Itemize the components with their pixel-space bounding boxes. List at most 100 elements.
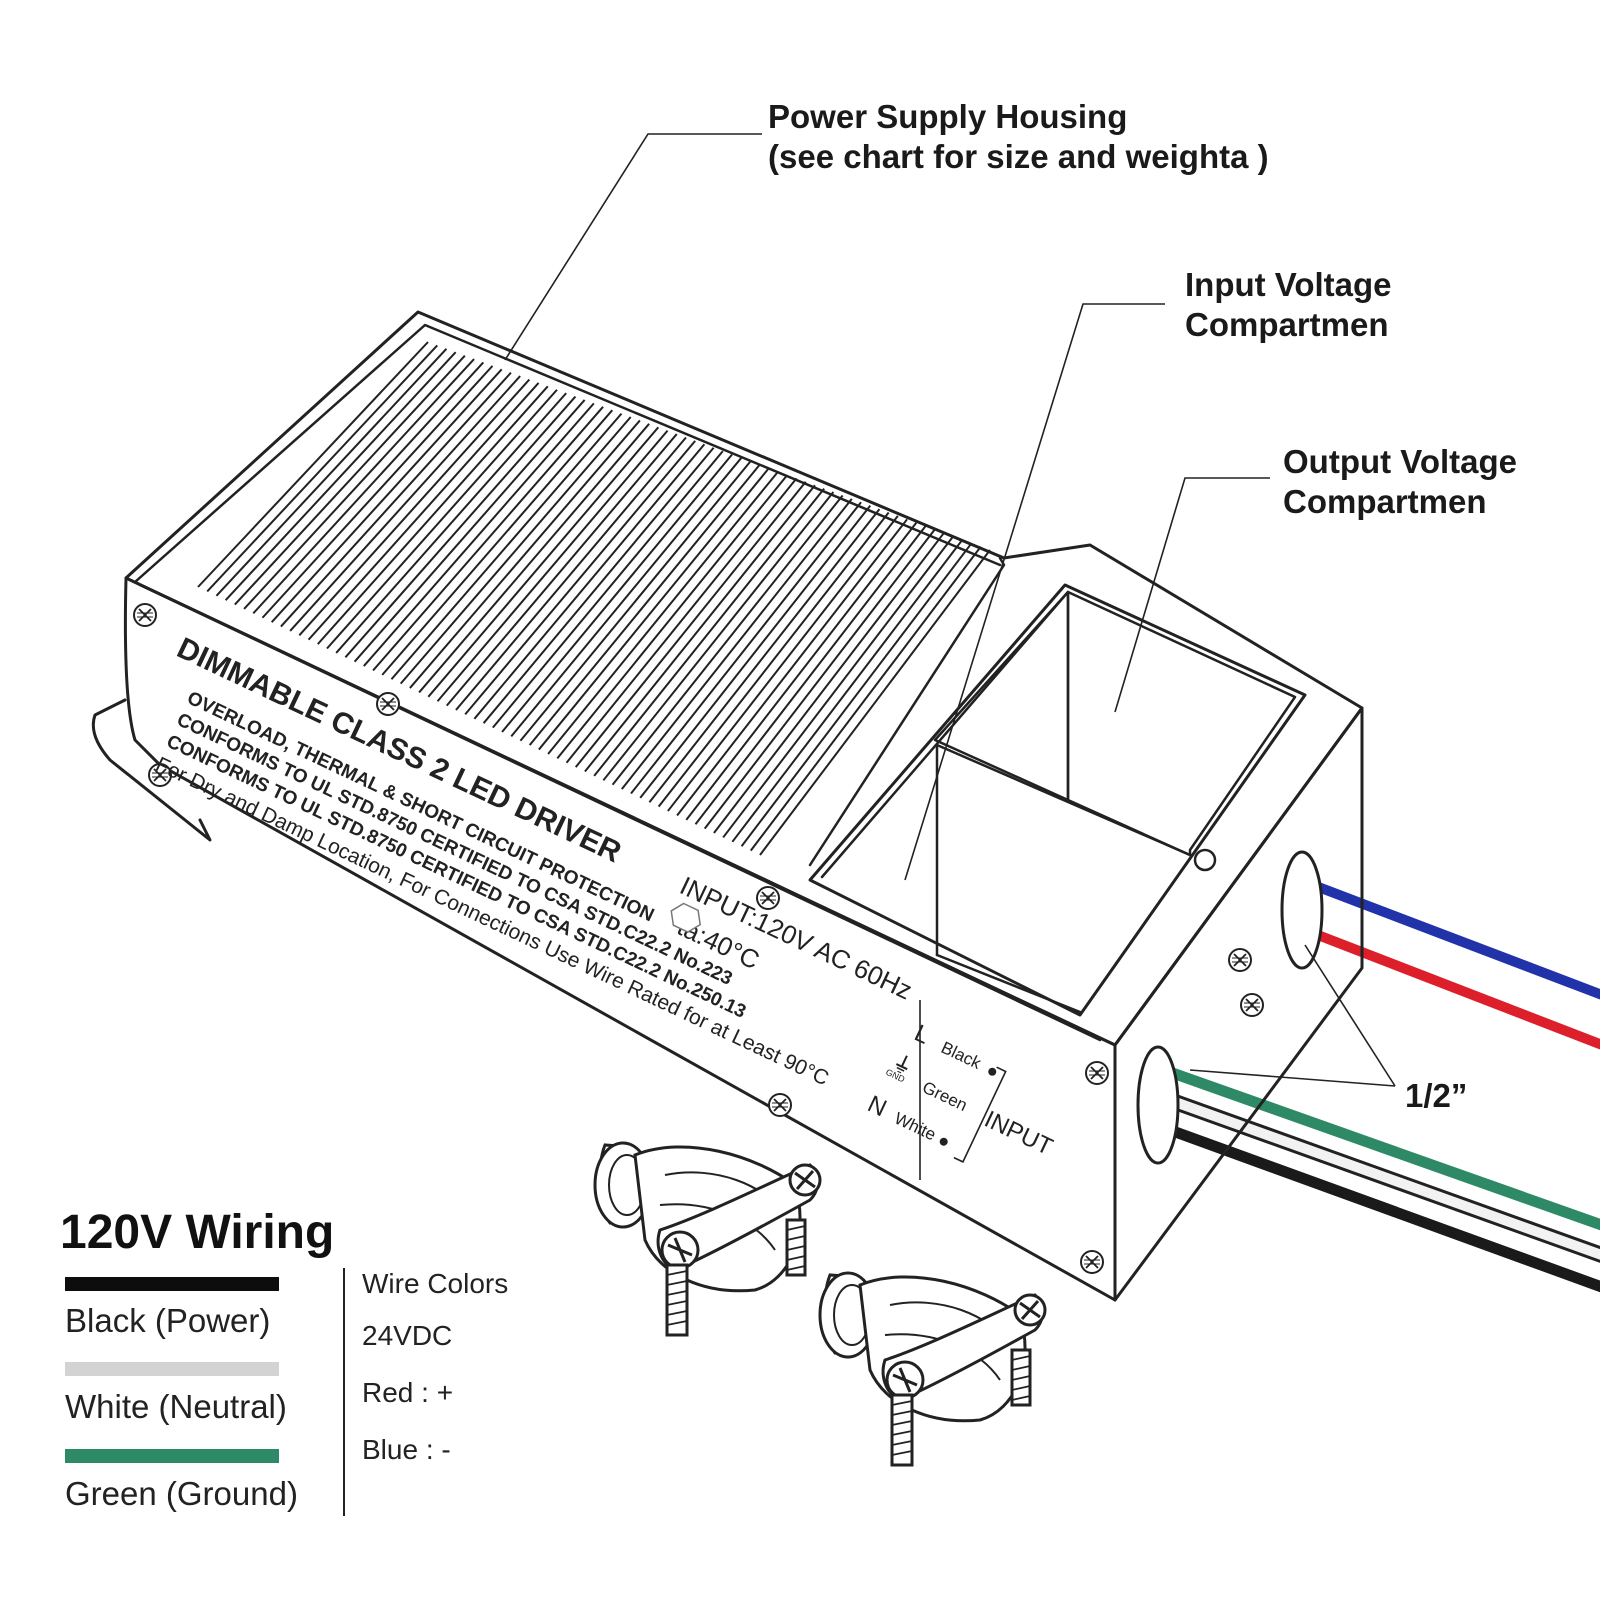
cooling-fin [611,494,844,786]
cooling-fin [639,505,872,799]
terminal-block: L Black GND Green N White INPUT [863,1000,1057,1180]
cooling-fin [510,457,743,738]
cooling-fin [740,542,973,847]
green-wire [1144,1059,1600,1231]
cooling-fin [492,450,724,729]
cooling-fin [519,460,752,742]
cooling-fin [565,477,798,764]
cooling-fin [197,341,429,588]
cooling-fin [501,453,733,733]
legend-swatch-black [65,1277,279,1291]
legend-swatch-white [65,1362,279,1376]
cooling-fin [344,395,577,658]
blue-wire [1295,875,1600,1000]
screw-head-icon [133,603,157,627]
cooling-fin [455,436,687,711]
cooling-fin [759,549,991,856]
cooling-fin [703,528,936,830]
cooling-fin [372,406,604,672]
cooling-fin [731,539,964,843]
legend-swatch-green [65,1449,279,1463]
cooling-fin [252,361,485,615]
cable-clamp-connector-icon [593,1141,822,1337]
cooling-fins [197,341,991,856]
hexagon-mark-icon [670,902,702,933]
legend-wire-colors-heading: Wire Colors [362,1268,508,1299]
cooling-fin [298,378,531,636]
cooling-fin [427,426,660,698]
terminal-gnd-color: Green [919,1078,970,1115]
cooling-fin [409,419,641,689]
terminal-input-title: INPUT [980,1106,1057,1161]
callout-housing-line2: (see chart for size and weighta ) [768,138,1269,175]
cooling-fin [713,532,945,834]
callout-output-line1: Output Voltage [1283,443,1517,480]
callout-input-line1: Input Voltage [1185,266,1392,303]
legend-label-black: Black (Power) [65,1302,270,1339]
legend-voltage: 24VDC [362,1320,452,1351]
callout-input-line2: Compartmen [1185,306,1389,343]
upper-conduit-hole [1280,850,1324,970]
cooling-fin [538,467,770,751]
cooling-fin [593,487,825,777]
cooling-fin [307,382,540,641]
callouts: Power Supply Housing (see chart for size… [768,98,1517,1114]
cooling-fin [685,522,918,821]
screw-head-icon [376,692,400,716]
cooling-fin [528,464,761,746]
cooling-fin [648,508,881,803]
cooling-fin [381,409,614,676]
output-wires [1287,875,1600,1050]
legend-blue-polarity: Blue : - [362,1434,451,1465]
cooling-fin [667,515,899,812]
cooling-fin [399,416,632,685]
cooling-fin [206,344,438,593]
terminal-gnd-letter: GND [884,1067,907,1085]
screw-head-icon [1240,993,1264,1017]
input-wires [1142,1059,1600,1293]
wiring-legend: 120V Wiring Black (Power) White (Neutral… [60,1206,508,1516]
cooling-fin [584,484,816,773]
cooling-fin [445,433,678,707]
cooling-fin [749,545,982,852]
cooling-fin [261,365,494,619]
screw-head-icon [1080,1250,1104,1274]
cooling-fin [676,518,908,817]
power-supply-housing [91,310,1364,1302]
cooling-fin [363,402,595,667]
cooling-fin [280,372,512,628]
callout-output-line2: Compartmen [1283,483,1487,520]
conduit-size-label: 1/2” [1405,1077,1467,1114]
cooling-fin [224,351,457,601]
cooling-fin [243,358,475,610]
callout-housing-line1: Power Supply Housing [768,98,1127,135]
white-wire-fill [1145,1088,1600,1260]
leader-lines [504,133,1396,1087]
cooling-fin [694,525,927,825]
cooling-fin [602,491,835,781]
ground-symbol-icon [895,1055,908,1074]
cooling-fin [547,470,779,755]
cooling-fin [353,399,586,663]
screw-head-icon [768,1093,792,1117]
cooling-fin [436,430,669,702]
legend-label-white: White (Neutral) [65,1388,287,1425]
cable-clamp-connector-icon [818,1271,1047,1467]
red-wire [1287,920,1600,1050]
cooling-fin [270,368,503,623]
cooling-fin [317,385,549,645]
cooling-fin [657,511,890,808]
cooling-fin [289,375,521,632]
cooling-fin [482,447,715,724]
cooling-fin [621,498,853,790]
screw-head-icon [1228,948,1252,972]
cooling-fin [418,423,650,694]
cooling-fin [630,501,862,795]
cooling-fin [234,354,466,606]
cooling-fin [556,474,789,759]
screw-head-icon [1085,1061,1109,1085]
terminal-l-letter: L [910,1020,934,1050]
terminal-n-color: White [891,1109,938,1145]
cooling-fin [326,389,558,650]
